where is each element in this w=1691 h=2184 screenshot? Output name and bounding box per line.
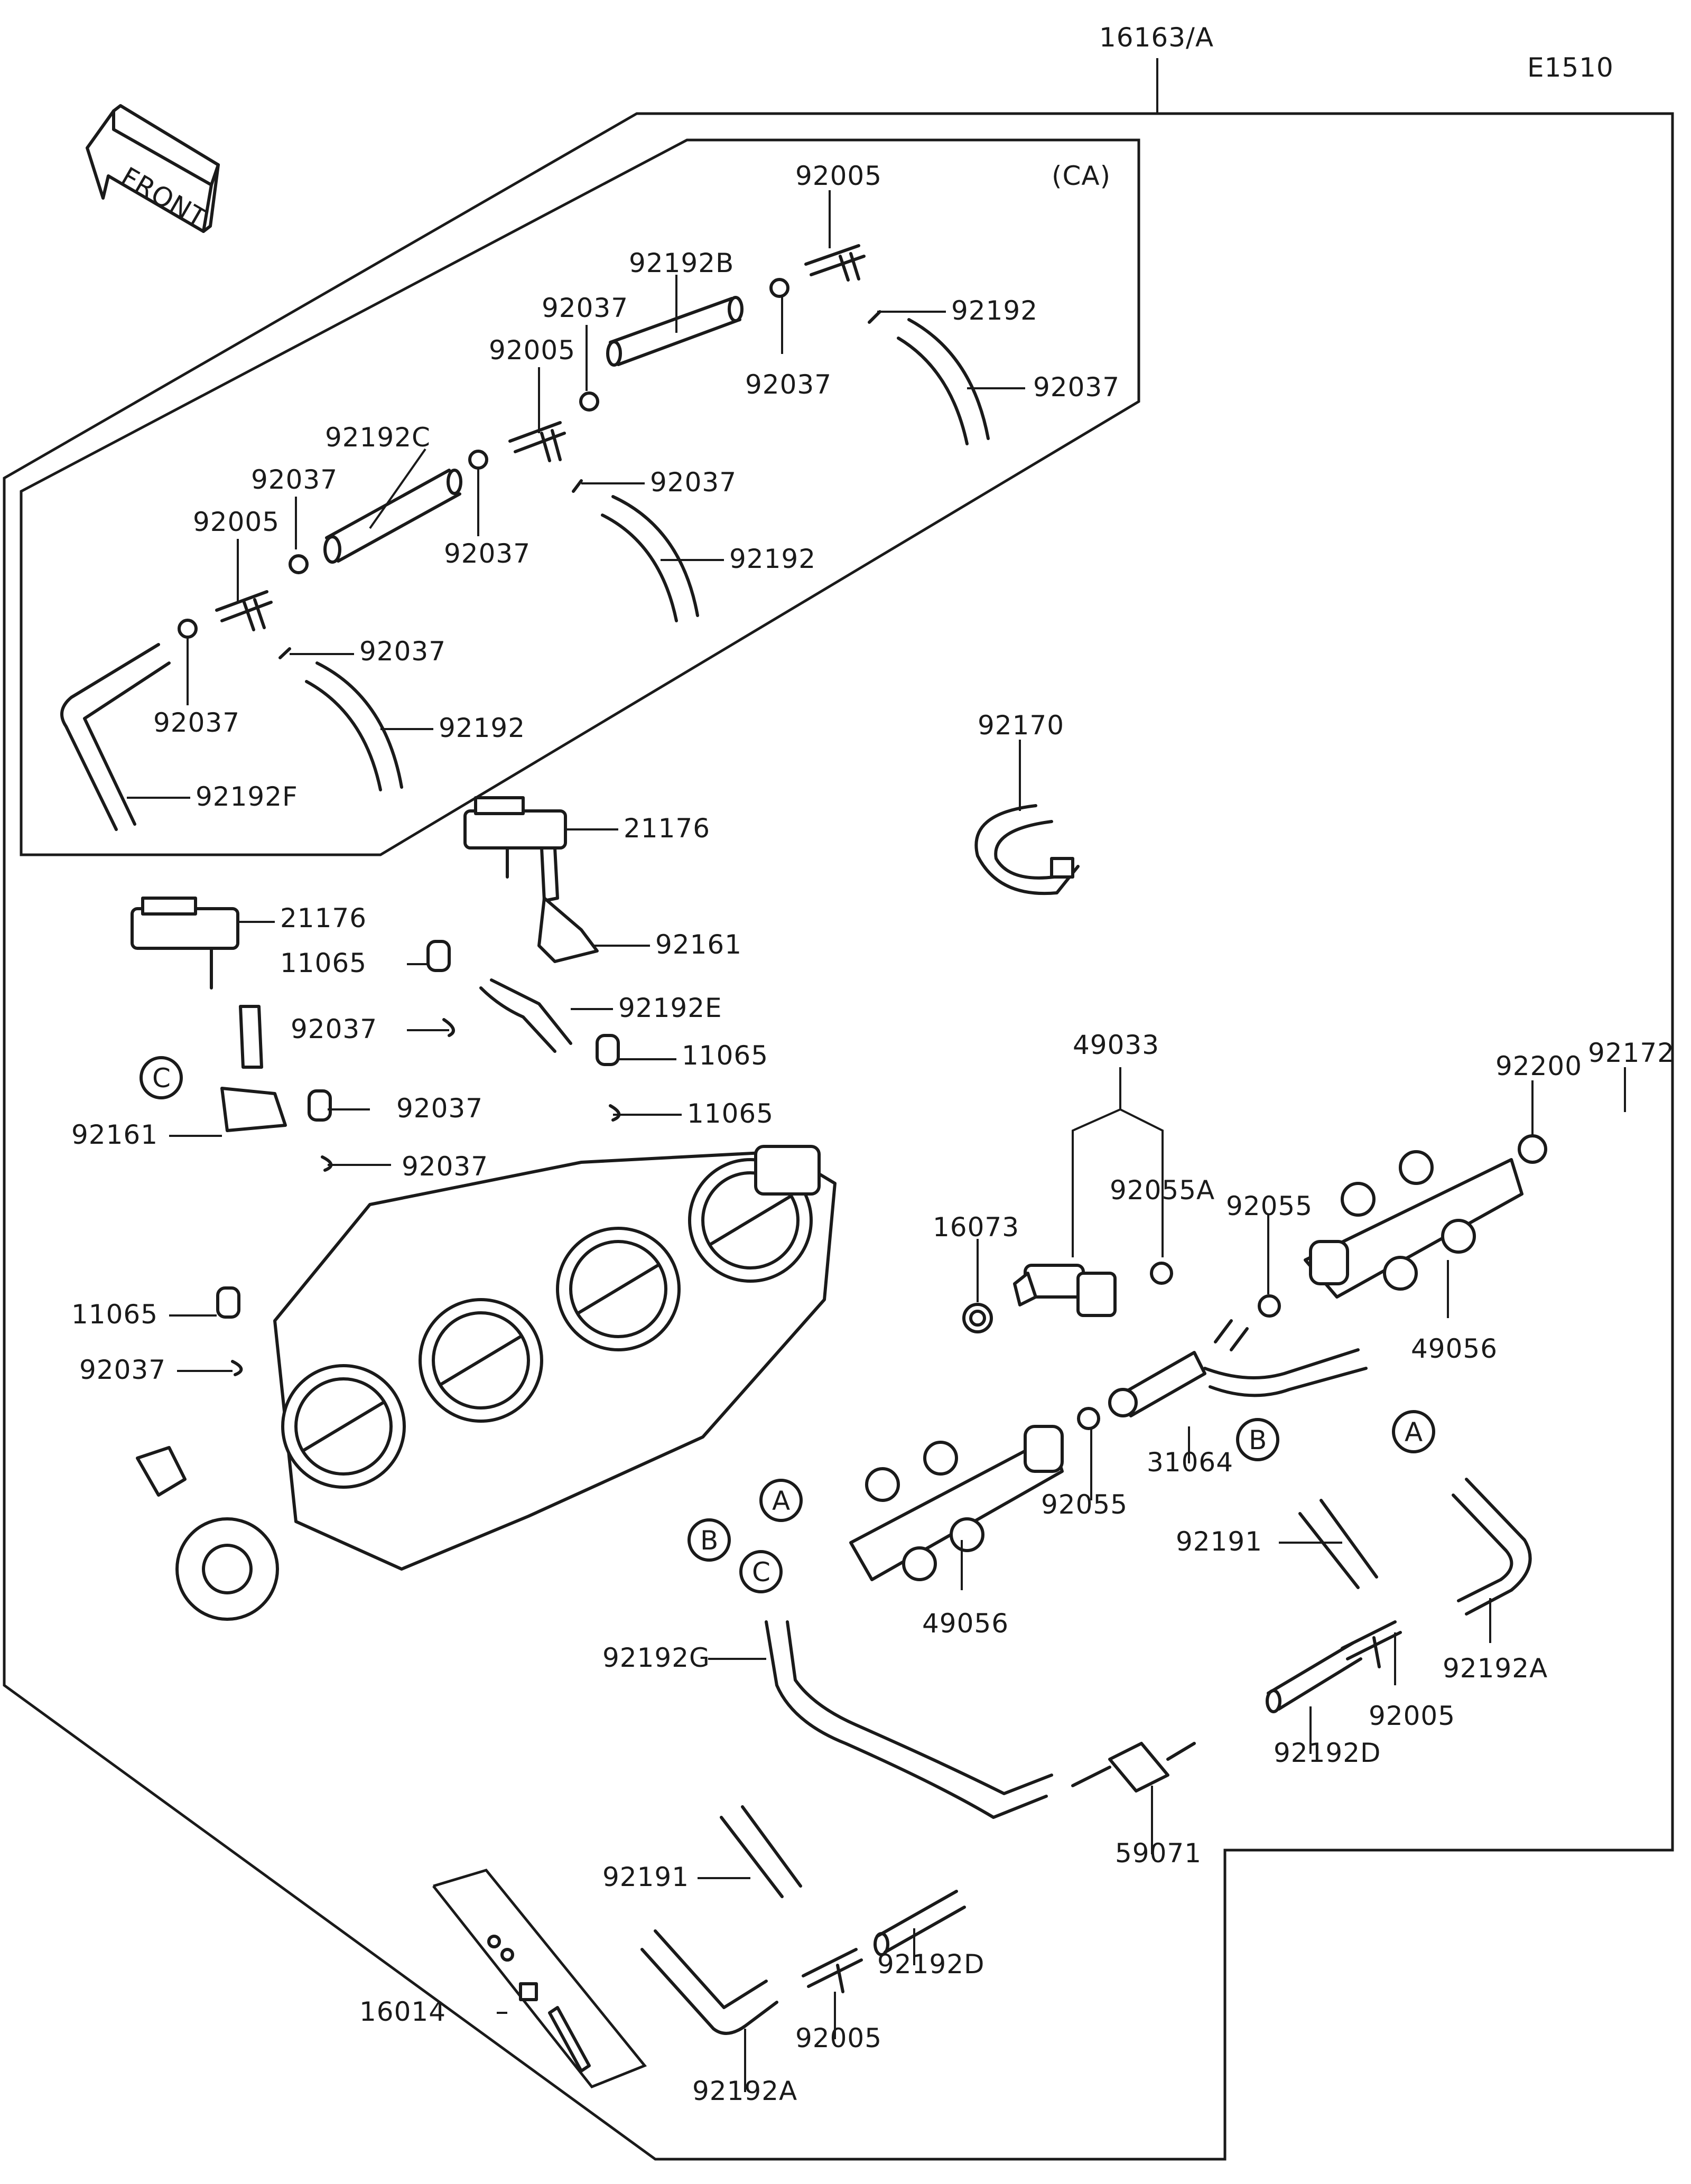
part-label: 49033 [1073,1030,1159,1060]
part-label: 92192E [618,993,722,1023]
svg-text:B: B [700,1525,719,1556]
front-arrow-icon: FRONT [86,104,220,234]
svg-text:C: C [752,1557,771,1588]
part-label: 92191 [1176,1526,1262,1557]
ca-inset-box [20,138,1140,856]
part-label: 21176 [624,813,710,844]
part-label: 92005 [193,507,280,537]
part-label: 16014 [359,1996,446,2027]
part-label: 92005 [795,2023,882,2054]
ca-box-label: (CA) [1052,161,1111,191]
part-label: 16073 [933,1212,1019,1243]
part-label: 92172 [1588,1038,1675,1068]
part-label: 92005 [1369,1701,1455,1731]
part-label: 92192D [1274,1738,1381,1768]
part-label: 92037 [359,636,446,667]
part-label: 31064 [1147,1447,1233,1478]
callout-circle-a-mid: A [759,1479,803,1522]
part-label: 49056 [1411,1333,1498,1364]
throttle-body [136,1145,837,1621]
part-label: 59071 [1115,1838,1202,1869]
part-number-labels: 920059203792192B920059203792192920379219… [71,161,1675,2106]
part-label: 92192 [729,544,816,574]
part-label: 92192 [439,713,525,743]
svg-text:C: C [152,1063,171,1094]
callout-circle-c-left: C [140,1056,183,1099]
callout-circle-b-mid: B [687,1518,731,1562]
part-label: 92055 [1041,1489,1128,1520]
callout-circle-c-mid: C [739,1550,783,1593]
part-label: 92037 [251,464,338,495]
part-label: 11065 [682,1040,768,1071]
callout-circle-a-right: A [1392,1410,1435,1453]
part-label: 92191 [602,1862,689,1892]
part-label: 92192B [629,248,734,278]
bottom-hoses [640,1478,1532,2035]
part-label: 92037 [153,707,240,738]
part-label: 92037 [444,538,531,569]
part-label: 92192A [692,2076,797,2106]
part-label: 92055 [1226,1191,1313,1221]
part-label: 92037 [1033,372,1120,403]
part-label: 92037 [396,1093,483,1124]
part-label: 92037 [79,1355,166,1385]
part-label: 92170 [978,710,1064,741]
part-label: 11065 [280,948,367,978]
part-label: 92037 [650,467,737,498]
part-label: 92192D [877,1949,985,1980]
part-label: 92192A [1443,1653,1548,1684]
svg-text:A: A [1405,1417,1423,1448]
sensor-21176-lower [131,897,287,1132]
part-label: 92055A [1110,1175,1215,1206]
fuel-rail-lower [849,1425,1064,1581]
sensor-21176-upper [463,796,599,963]
part-label: 11065 [71,1299,158,1330]
part-label: 92005 [489,335,575,366]
part-label: 49056 [922,1608,1009,1639]
part-label: 92037 [745,369,832,400]
kit-16014 [432,1869,647,2089]
part-label: 11065 [687,1098,774,1129]
part-label: 92192 [951,295,1038,326]
injector-49033 [962,1134,1547,1430]
fuel-rail-upper [1304,1150,1523,1299]
part-label: 92037 [542,293,628,323]
diagram-code: E1510 [1527,52,1614,83]
part-label: 92005 [795,161,882,191]
part-label: 92161 [71,1119,158,1150]
part-label: 92037 [291,1014,377,1044]
part-label: 92192C [325,422,431,453]
part-label: 92192F [196,781,298,812]
part-label: 21176 [280,903,367,934]
part-label: 92192G [602,1642,710,1673]
part-label: 92161 [655,929,742,960]
assembly-ref-label: 16163/A [1099,22,1214,53]
leader-lines [127,190,1626,2092]
hose-31064 [1108,1319,1368,1417]
part-label: 92200 [1495,1051,1582,1081]
strap-92170 [974,804,1080,895]
svg-text:A: A [772,1486,791,1516]
callout-circle-b-right: B [1236,1418,1279,1461]
assembly-frame [3,112,1674,2161]
part-label: 92037 [402,1151,488,1182]
svg-text:B: B [1249,1425,1267,1455]
